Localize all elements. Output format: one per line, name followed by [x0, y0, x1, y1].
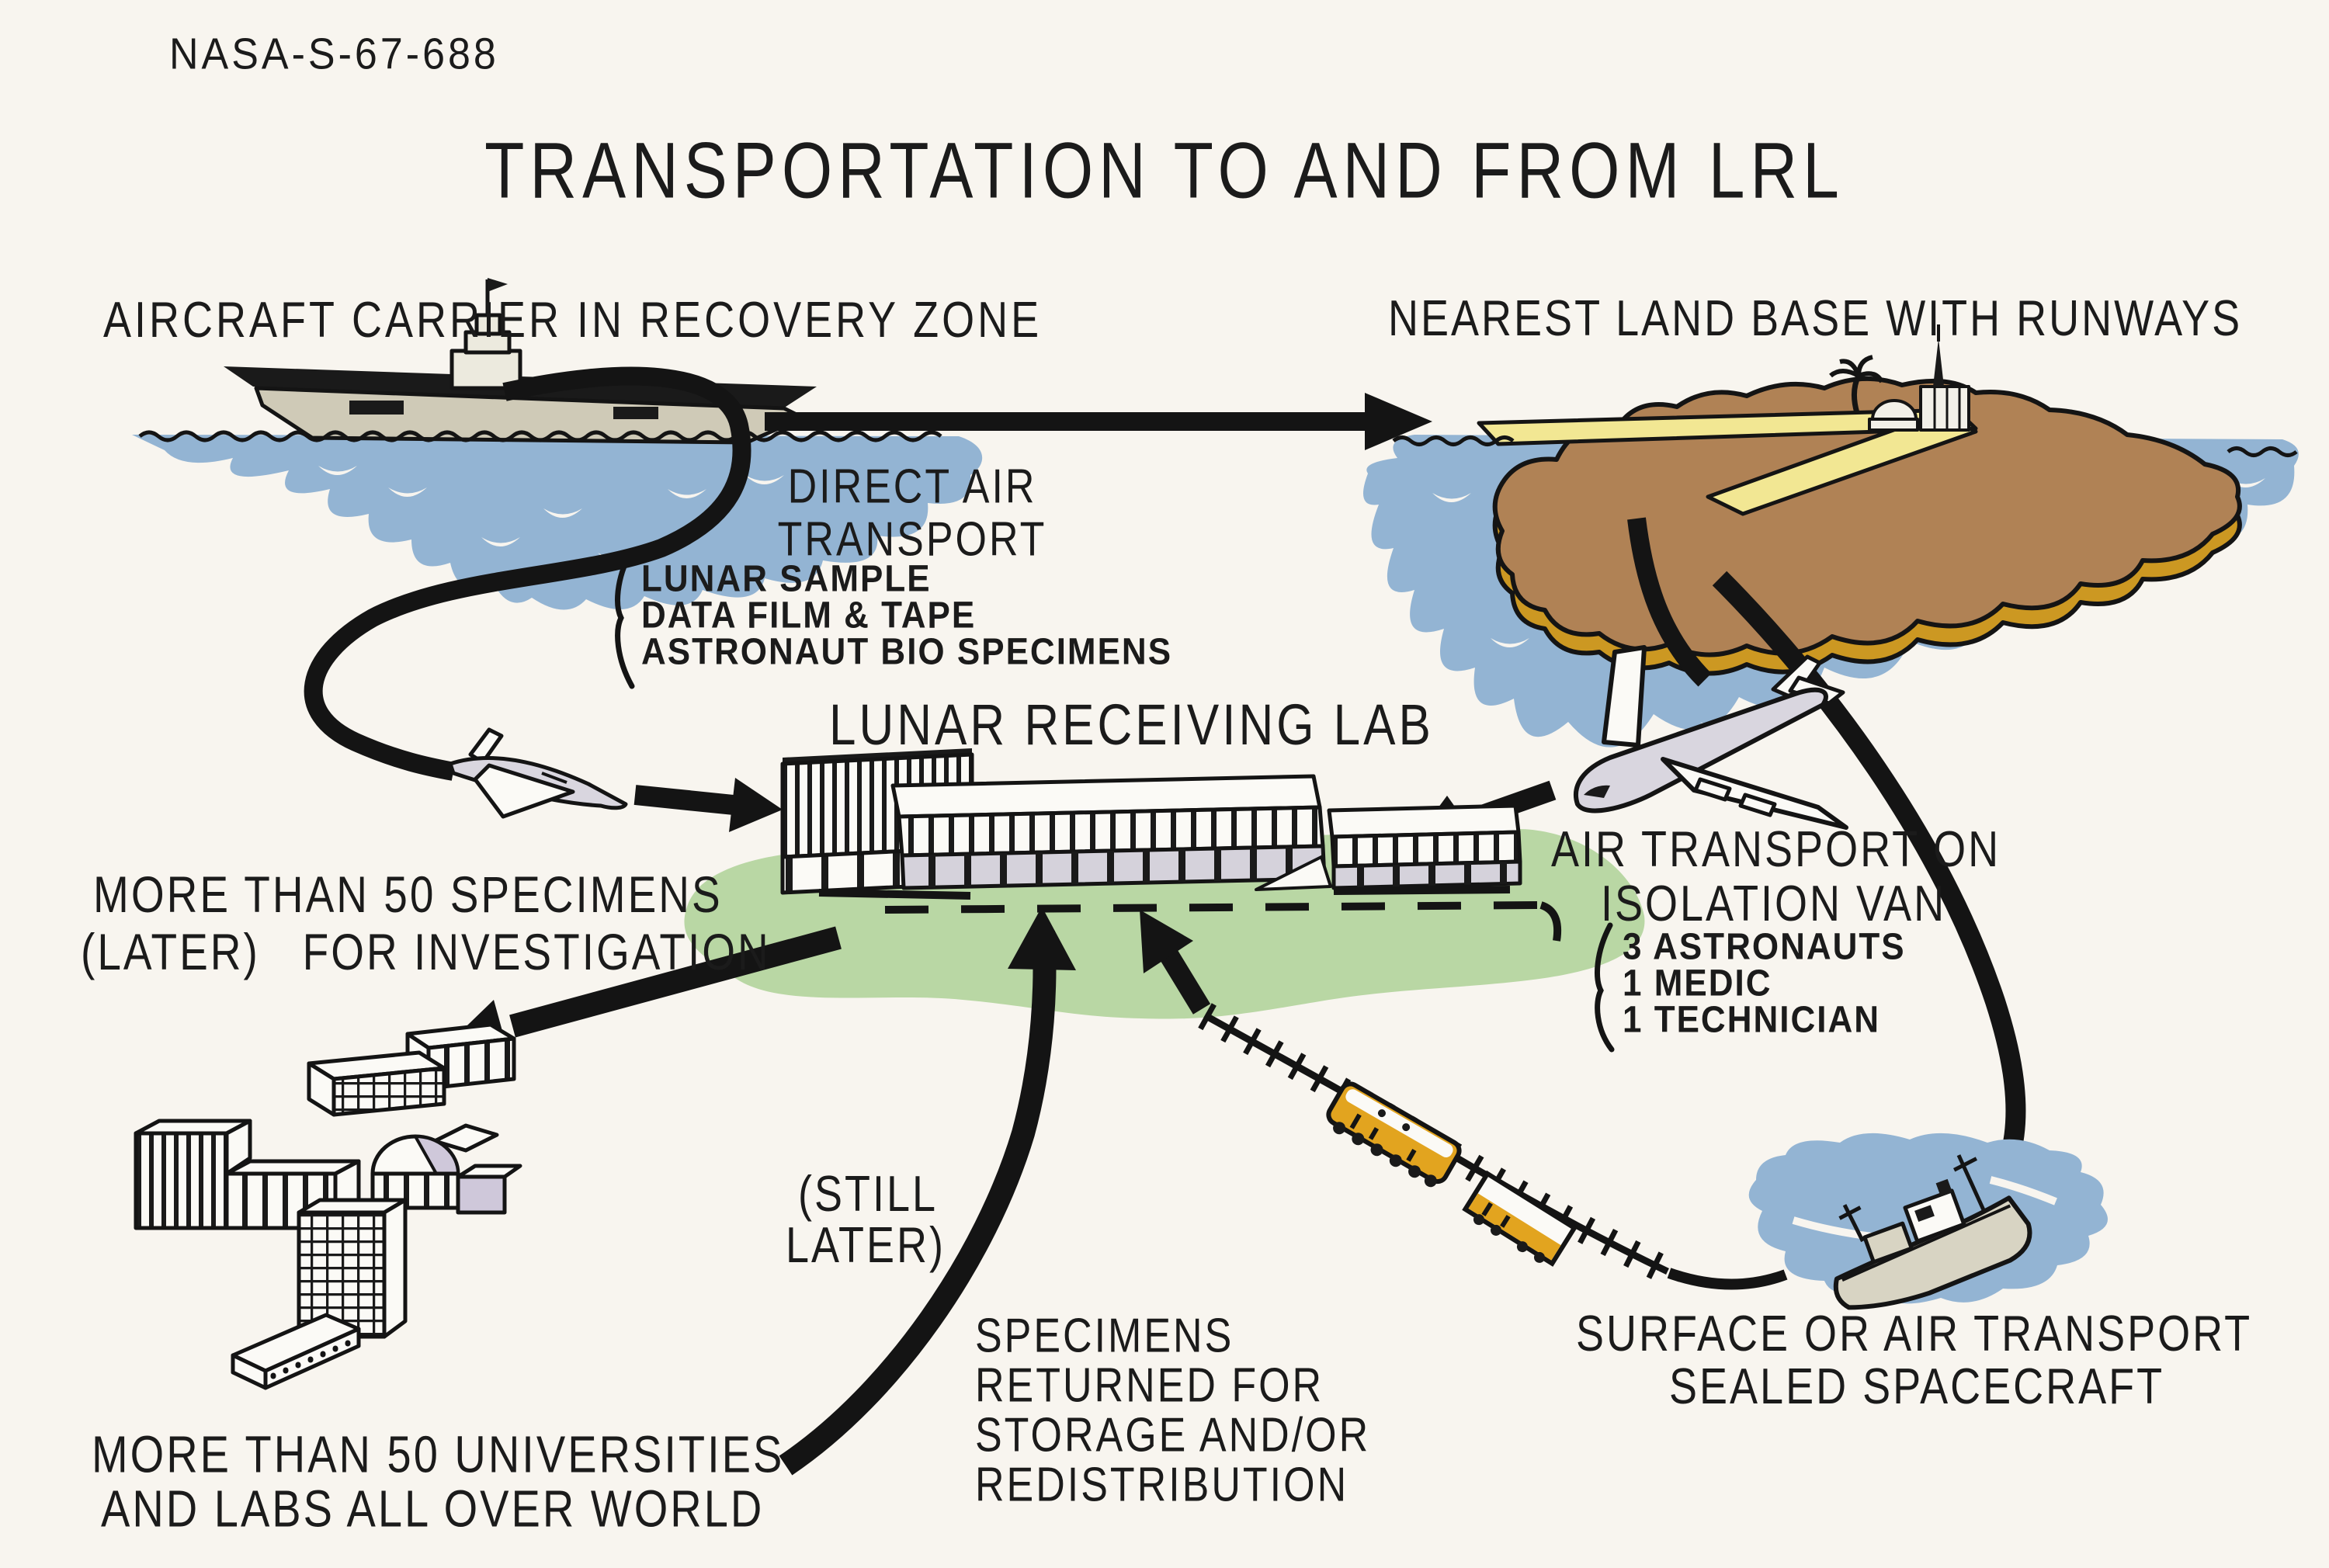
document-number: NASA-S-67-688 — [169, 29, 499, 79]
university-buildings-icon — [134, 1022, 522, 1390]
lrl-label: LUNAR RECEIVING LAB — [829, 693, 1434, 758]
direct-air-label-line2: TRANSPORT — [777, 512, 1047, 567]
isolation-van-label-line2: ISOLATION VAN — [1601, 876, 1947, 932]
route-island-to-plane — [1627, 517, 1712, 687]
direct-air-label-line1: DIRECT AIR — [787, 460, 1037, 514]
van-passenger: 1 TECHNICIAN — [1623, 998, 1881, 1041]
surface-transport-label-line2: SEALED SPACECRAFT — [1669, 1358, 2165, 1415]
returned-label-line4: REDISTRIBUTION — [975, 1458, 1349, 1512]
base-buildings-icon — [1868, 324, 1970, 432]
specimens-label-line1: MORE THAN 50 SPECIMENS — [93, 866, 723, 924]
cargo-bracket — [615, 550, 635, 689]
universities-label-line2: AND LABS ALL OVER WORLD — [101, 1479, 765, 1538]
carrier-label: AIRCRAFT CARRIER IN RECOVERY ZONE — [103, 292, 1043, 349]
arrow-jet-to-lrl — [633, 778, 783, 832]
cargo-item: DATA FILM & TAPE — [641, 594, 977, 637]
van-passenger: 1 MEDIC — [1623, 962, 1772, 1004]
transport-plane-icon — [1574, 645, 1848, 830]
arrow-universities-to-lrl — [779, 907, 1076, 1476]
isolation-van-label-line1: AIR TRANSPORT ON — [1551, 821, 2001, 878]
lrl-road-markings — [818, 886, 1561, 942]
cargo-item: ASTRONAUT BIO SPECIMENS — [641, 630, 1173, 673]
ship-icon — [1833, 1154, 2032, 1310]
van-bracket — [1595, 922, 1615, 1053]
land-base-label: NEAREST LAND BASE WITH RUNWAYS — [1388, 290, 2243, 347]
cargo-item: LUNAR SAMPLE — [641, 557, 932, 600]
palm-tree-icon — [1829, 355, 1884, 414]
arrow-train-to-lrl — [1140, 910, 1211, 1015]
lrl-building-icon — [780, 748, 1522, 895]
recovery-zone-water — [132, 435, 983, 610]
returned-label-line1: SPECIMENS — [975, 1309, 1234, 1363]
arrow-carrier-to-island — [765, 393, 1432, 450]
island-icon — [1392, 324, 2298, 676]
still-later-label-line2: LATER) — [786, 1217, 946, 1274]
route-carrier-to-jet — [304, 366, 751, 781]
page-title: TRANSPORTATION TO AND FROM LRL — [484, 125, 1845, 215]
universities-label-line1: MORE THAN 50 UNIVERSITIES — [92, 1424, 785, 1483]
jet-icon — [448, 727, 628, 819]
still-later-label-line1: (STILL — [798, 1166, 939, 1223]
surface-transport-label-line1: SURFACE OR AIR TRANSPORT — [1576, 1306, 2253, 1362]
specimens-label-line2: (LATER) FOR INVESTIGATION — [81, 923, 771, 981]
returned-label-line2: RETURNED FOR — [975, 1358, 1324, 1413]
returned-label-line3: STORAGE AND/OR — [975, 1408, 1371, 1462]
van-passenger: 3 ASTRONAUTS — [1623, 925, 1906, 968]
train-icon — [1326, 1081, 1578, 1267]
